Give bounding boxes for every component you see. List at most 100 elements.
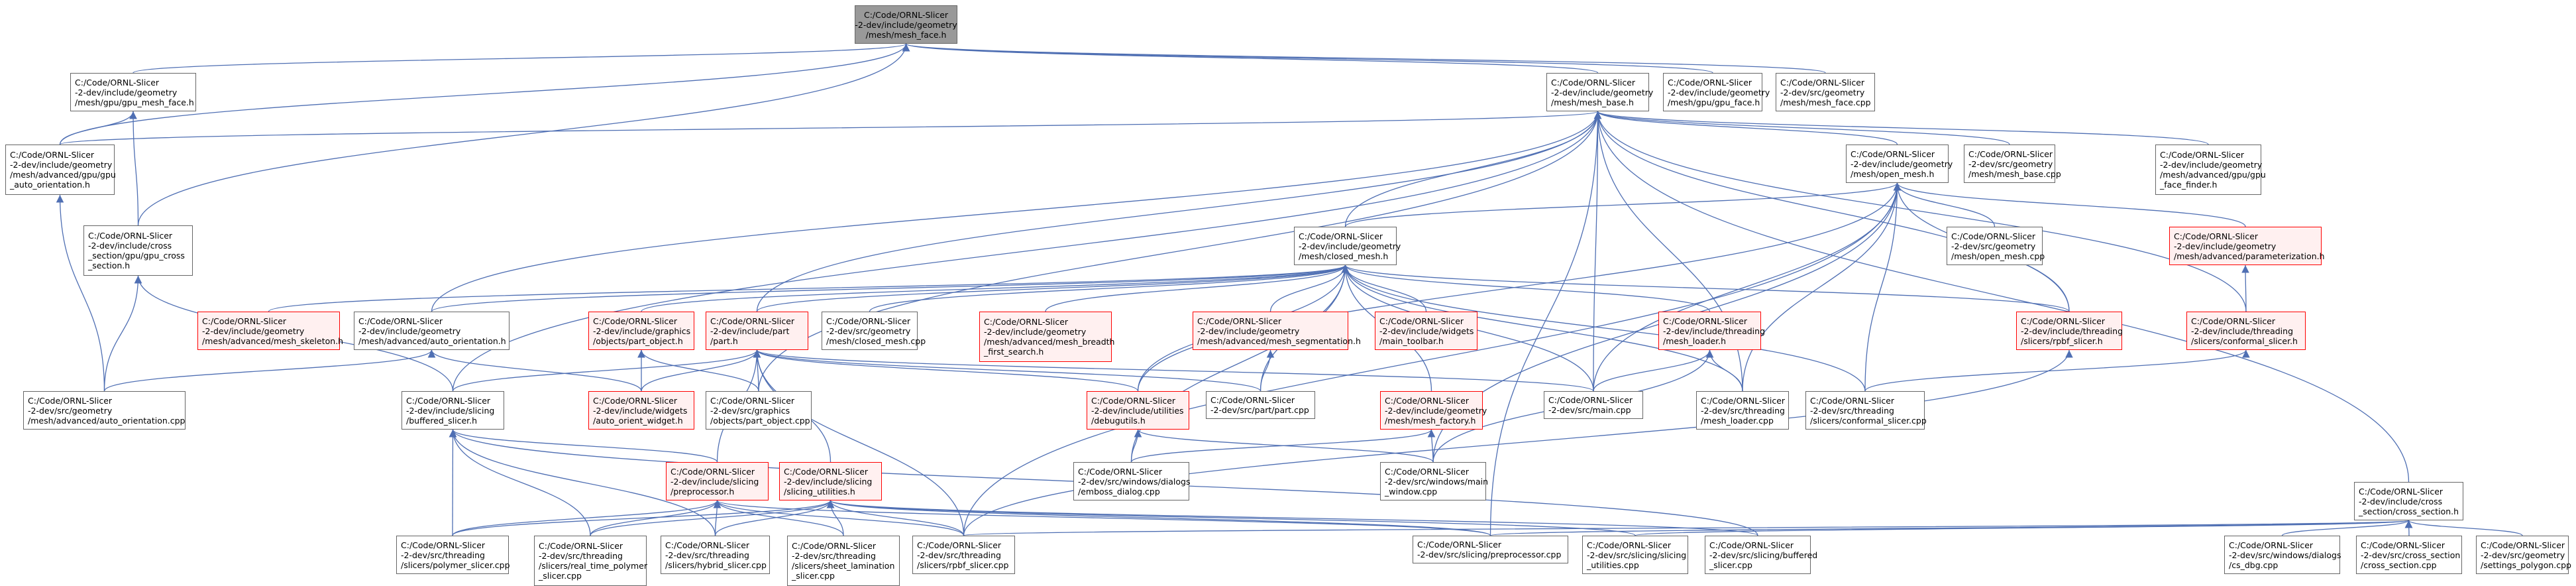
edge-mesh-breadth-first-search-h-to-closed-mesh-h — [1045, 264, 1350, 312]
edge-part-cpp-to-mesh-segmentation-h — [1260, 349, 1275, 392]
node-buffered-slicer-h[interactable]: C:/Code/ORNL-Slicer -2-dev/include/slici… — [402, 391, 504, 430]
node-polymer-slicer-cpp[interactable]: C:/Code/ORNL-Slicer -2-dev/src/threading… — [396, 536, 510, 574]
edge-auto-orientation-h-to-mesh-base-h — [431, 111, 1602, 312]
edge-mesh-face-cpp-to-mesh-face-h — [902, 43, 1826, 74]
node-slicing-utilities-cpp[interactable]: C:/Code/ORNL-Slicer -2-dev/src/slicing/s… — [1582, 536, 1688, 574]
node-mesh-skeleton-h[interactable]: C:/Code/ORNL-Slicer -2-dev/include/geome… — [197, 312, 344, 350]
node-open-mesh-cpp[interactable]: C:/Code/ORNL-Slicer -2-dev/src/geometry … — [1947, 227, 2045, 265]
node-label: C:/Code/ORNL-Slicer -2-dev/include/geome… — [358, 316, 506, 346]
node-label: C:/Code/ORNL-Slicer -2-dev/include/geome… — [1851, 148, 1953, 179]
node-label: C:/Code/ORNL-Slicer -2-dev/include/utili… — [1091, 395, 1184, 426]
node-mesh-base-h[interactable]: C:/Code/ORNL-Slicer -2-dev/include/geome… — [1546, 73, 1653, 111]
node-main-window-cpp[interactable]: C:/Code/ORNL-Slicer -2-dev/src/windows/m… — [1380, 462, 1488, 500]
node-label: C:/Code/ORNL-Slicer -2-dev/include/widge… — [593, 395, 688, 426]
edge-preprocessor-cpp-to-mesh-base-h — [1489, 111, 1602, 536]
node-parameterization-h[interactable]: C:/Code/ORNL-Slicer -2-dev/include/geome… — [2169, 227, 2325, 265]
node-label: C:/Code/ORNL-Slicer -2-dev/include/geome… — [855, 9, 957, 40]
node-label: C:/Code/ORNL-Slicer -2-dev/include/widge… — [1379, 316, 1474, 346]
node-part-object-cpp[interactable]: C:/Code/ORNL-Slicer -2-dev/src/graphics … — [706, 391, 812, 430]
edge-real-time-polymer-slicer-cpp-to-preprocessor-h — [590, 500, 722, 536]
node-debugutils-h[interactable]: C:/Code/ORNL-Slicer -2-dev/include/utili… — [1087, 391, 1189, 430]
edge-auto-orientation-cpp-to-gpu-auto-orientation-h — [56, 194, 105, 392]
node-gpu-auto-orientation-h[interactable]: C:/Code/ORNL-Slicer -2-dev/include/geome… — [5, 145, 116, 195]
node-mesh-breadth-first-search-h[interactable]: C:/Code/ORNL-Slicer -2-dev/include/geome… — [979, 312, 1115, 362]
node-label: C:/Code/ORNL-Slicer -2-dev/include/threa… — [2021, 316, 2123, 346]
edge-gpu-face-h-to-mesh-face-h — [902, 43, 1713, 74]
node-mesh-base-cpp[interactable]: C:/Code/ORNL-Slicer -2-dev/src/geometry … — [1964, 145, 2061, 183]
edge-gpu-auto-orientation-h-to-mesh-base-h — [59, 111, 1601, 145]
node-conformal-slicer-h[interactable]: C:/Code/ORNL-Slicer -2-dev/include/threa… — [2186, 312, 2306, 350]
node-gpu-face-finder-h[interactable]: C:/Code/ORNL-Slicer -2-dev/include/geome… — [2155, 145, 2266, 195]
node-emboss-dialog-cpp[interactable]: C:/Code/ORNL-Slicer -2-dev/src/windows/d… — [1073, 462, 1190, 500]
edge-open-mesh-h-to-mesh-base-h — [1593, 111, 1898, 145]
node-mesh-loader-cpp[interactable]: C:/Code/ORNL-Slicer -2-dev/src/threading… — [1696, 391, 1789, 430]
node-label: C:/Code/ORNL-Slicer -2-dev/src/threading… — [401, 540, 510, 570]
node-label: C:/Code/ORNL-Slicer -2-dev/src/geometry … — [1780, 77, 1871, 107]
node-mesh-loader-h[interactable]: C:/Code/ORNL-Slicer -2-dev/include/threa… — [1658, 312, 1765, 350]
node-label: C:/Code/ORNL-Slicer -2-dev/include/geome… — [984, 317, 1115, 357]
node-mesh-face-cpp[interactable]: C:/Code/ORNL-Slicer -2-dev/src/geometry … — [1776, 73, 1875, 111]
edge-polymer-slicer-cpp-to-slicing-utilities-h — [452, 500, 835, 536]
node-label: C:/Code/ORNL-Slicer -2-dev/include/geome… — [1385, 395, 1487, 426]
edge-hybrid-slicer-cpp-to-buffered-slicer-h — [449, 429, 716, 536]
node-part-object-h[interactable]: C:/Code/ORNL-Slicer -2-dev/include/graph… — [588, 312, 694, 350]
node-label: C:/Code/ORNL-Slicer -2-dev/include/slici… — [671, 466, 759, 497]
edge-main-cpp-to-open-mesh-h — [1593, 182, 1902, 392]
node-label: C:/Code/ORNL-Slicer -2-dev/include/geome… — [202, 316, 344, 346]
edge-mesh-loader-cpp-to-closed-mesh-h — [1341, 264, 1743, 392]
node-cross-section-h[interactable]: C:/Code/ORNL-Slicer -2-dev/include/cross… — [2354, 482, 2463, 520]
node-auto-orientation-h[interactable]: C:/Code/ORNL-Slicer -2-dev/include/geome… — [354, 312, 510, 350]
edge-cross-section-cpp-to-cross-section-h — [2404, 520, 2413, 536]
edge-auto-orientation-cpp-to-auto-orientation-h — [103, 349, 436, 392]
edge-conformal-slicer-cpp-to-open-mesh-h — [1864, 182, 1902, 392]
node-settings-polygon-cpp[interactable]: C:/Code/ORNL-Slicer -2-dev/src/geometry … — [2476, 536, 2571, 574]
node-gpu-mesh-face-h[interactable]: C:/Code/ORNL-Slicer -2-dev/include/geome… — [70, 73, 196, 111]
edge-debugutils-h-to-open-mesh-h — [1137, 182, 1902, 392]
edge-rpbf-slicer-cpp-to-preprocessor-h — [713, 500, 965, 536]
node-part-cpp[interactable]: C:/Code/ORNL-Slicer -2-dev/src/part/part… — [1206, 391, 1315, 419]
node-label: C:/Code/ORNL-Slicer -2-dev/include/cross… — [88, 231, 185, 270]
edge-buffered-slicer-h-to-mesh-base-h — [452, 111, 1602, 392]
node-rpbf-slicer-h[interactable]: C:/Code/ORNL-Slicer -2-dev/include/threa… — [2016, 312, 2123, 350]
node-label: C:/Code/ORNL-Slicer -2-dev/src/graphics … — [710, 395, 810, 426]
node-auto-orient-widget-h[interactable]: C:/Code/ORNL-Slicer -2-dev/include/widge… — [588, 391, 694, 430]
node-main-toolbar-h[interactable]: C:/Code/ORNL-Slicer -2-dev/include/widge… — [1375, 312, 1477, 350]
edge-settings-polygon-cpp-to-cross-section-h — [2404, 520, 2523, 536]
node-closed-mesh-h[interactable]: C:/Code/ORNL-Slicer -2-dev/include/geome… — [1294, 227, 1401, 265]
node-slicing-utilities-h[interactable]: C:/Code/ORNL-Slicer -2-dev/include/slici… — [779, 462, 882, 500]
node-hybrid-slicer-cpp[interactable]: C:/Code/ORNL-Slicer -2-dev/src/threading… — [661, 536, 770, 574]
node-preprocessor-h[interactable]: C:/Code/ORNL-Slicer -2-dev/include/slici… — [666, 462, 769, 500]
edge-part-cpp-to-part-h — [753, 349, 1261, 392]
edge-hybrid-slicer-cpp-to-slicing-utilities-h — [714, 500, 835, 536]
node-auto-orientation-cpp[interactable]: C:/Code/ORNL-Slicer -2-dev/src/geometry … — [23, 391, 186, 430]
node-sheet-lamination-slicer-cpp[interactable]: C:/Code/ORNL-Slicer -2-dev/src/threading… — [787, 536, 900, 586]
node-rpbf-slicer-cpp[interactable]: C:/Code/ORNL-Slicer -2-dev/src/threading… — [912, 536, 1015, 574]
node-label: C:/Code/ORNL-Slicer -2-dev/src/geometry … — [826, 316, 926, 346]
edge-main-cpp-to-mesh-loader-h — [1593, 349, 1714, 392]
node-label: C:/Code/ORNL-Slicer -2-dev/src/main.cpp — [1548, 395, 1633, 415]
node-cs-dbg-cpp[interactable]: C:/Code/ORNL-Slicer -2-dev/src/windows/d… — [2224, 536, 2341, 574]
node-conformal-slicer-cpp[interactable]: C:/Code/ORNL-Slicer -2-dev/src/threading… — [1805, 391, 1927, 430]
node-part-h[interactable]: C:/Code/ORNL-Slicer -2-dev/include/part … — [706, 312, 808, 350]
node-preprocessor-cpp[interactable]: C:/Code/ORNL-Slicer -2-dev/src/slicing/p… — [1413, 536, 1568, 563]
node-closed-mesh-cpp[interactable]: C:/Code/ORNL-Slicer -2-dev/src/geometry … — [822, 312, 926, 350]
node-open-mesh-h[interactable]: C:/Code/ORNL-Slicer -2-dev/include/geome… — [1846, 145, 1953, 183]
node-label: C:/Code/ORNL-Slicer -2-dev/src/threading… — [1810, 395, 1927, 426]
edge-rpbf-slicer-cpp-to-part-h — [753, 349, 965, 536]
node-mesh-factory-h[interactable]: C:/Code/ORNL-Slicer -2-dev/include/geome… — [1380, 391, 1487, 430]
node-gpu-face-h[interactable]: C:/Code/ORNL-Slicer -2-dev/include/geome… — [1663, 73, 1770, 111]
node-main-cpp[interactable]: C:/Code/ORNL-Slicer -2-dev/src/main.cpp — [1544, 391, 1643, 419]
node-gpu-cross-section-h[interactable]: C:/Code/ORNL-Slicer -2-dev/include/cross… — [83, 225, 193, 276]
node-label: C:/Code/ORNL-Slicer -2-dev/include/geome… — [1668, 77, 1770, 107]
node-label: C:/Code/ORNL-Slicer -2-dev/include/part … — [710, 316, 795, 346]
node-mesh-segmentation-h[interactable]: C:/Code/ORNL-Slicer -2-dev/include/geome… — [1193, 312, 1361, 350]
node-real-time-polymer-slicer-cpp[interactable]: C:/Code/ORNL-Slicer -2-dev/src/threading… — [534, 536, 647, 586]
node-label: C:/Code/ORNL-Slicer -2-dev/src/geometry … — [2481, 540, 2571, 570]
edge-auto-orientation-h-to-closed-mesh-h — [431, 264, 1349, 312]
edge-part-h-to-mesh-base-h — [756, 111, 1602, 312]
node-label: C:/Code/ORNL-Slicer -2-dev/src/geometry … — [28, 395, 186, 426]
node-buffered-slicer-cpp[interactable]: C:/Code/ORNL-Slicer -2-dev/src/slicing/b… — [1705, 536, 1817, 574]
node-cross-section-cpp[interactable]: C:/Code/ORNL-Slicer -2-dev/src/cross_sec… — [2356, 536, 2462, 574]
node-label: C:/Code/ORNL-Slicer -2-dev/src/part/part… — [1210, 395, 1309, 415]
edge-rpbf-slicer-cpp-to-open-mesh-h — [963, 182, 1902, 536]
